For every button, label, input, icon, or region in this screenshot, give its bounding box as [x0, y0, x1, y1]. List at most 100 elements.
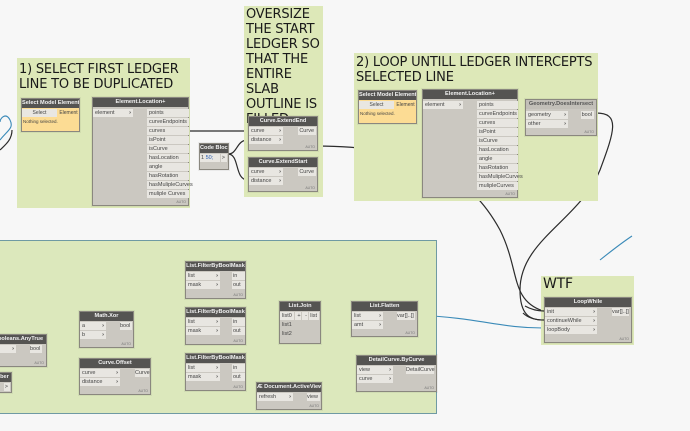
output-port-out[interactable]: out: [232, 327, 245, 335]
output-port-var[interactable]: var[]..[]: [397, 312, 415, 320]
output-port-out[interactable]: out: [232, 373, 245, 381]
output-port-in[interactable]: in: [232, 318, 245, 326]
node-list-filter-by-bool-mask[interactable]: List.FilterByBoolMask list› mask› in out…: [185, 307, 246, 345]
output-port[interactable]: isPoint: [147, 136, 189, 144]
node-loop-while[interactable]: LoopWhile init› continueWhile› loopBody›…: [544, 297, 632, 343]
node-curve-extend-start[interactable]: Curve.ExtendStart curve› distance› Curve…: [248, 157, 318, 192]
node-document-active-view[interactable]: Æ Document.ActiveView refresh› view AUTO: [256, 382, 322, 410]
output-port[interactable]: points: [147, 109, 189, 117]
output-port[interactable]: isPoint: [477, 128, 518, 136]
input-port-curve[interactable]: curve›: [357, 375, 393, 383]
output-port[interactable]: >: [4, 383, 10, 391]
lacing-label: AUTO: [233, 339, 243, 343]
output-port-bool[interactable]: bool: [30, 345, 42, 353]
input-port-continuewhile[interactable]: continueWhile›: [545, 317, 597, 325]
node-geometry-does-intersect[interactable]: Geometry.DoesIntersect geometry› other› …: [525, 99, 597, 136]
input-port-list[interactable]: list›: [186, 272, 220, 280]
output-port[interactable]: muliple Curves: [147, 190, 189, 198]
input-port-a[interactable]: a›: [80, 322, 106, 330]
input-port-list[interactable]: list›: [352, 312, 383, 320]
input-port-list[interactable]: list›: [186, 364, 220, 372]
output-port-curve[interactable]: Curve: [298, 127, 316, 135]
node-code-block[interactable]: Code Block 1 50; >: [199, 143, 229, 170]
output-port-curve[interactable]: Curve: [135, 369, 150, 377]
input-port-other[interactable]: other›: [526, 120, 568, 128]
output-port[interactable]: curveEndpoints: [147, 118, 189, 126]
input-port-list1[interactable]: list1: [280, 321, 294, 329]
node-element-location[interactable]: Element.Location+ element› points curveE…: [92, 97, 193, 206]
input-port-amt[interactable]: amt›: [352, 321, 383, 329]
input-port-list[interactable]: list›: [186, 318, 220, 326]
output-port[interactable]: hasMulipleCurves: [147, 181, 193, 189]
output-port-out[interactable]: out: [232, 281, 245, 289]
input-port-list2[interactable]: list2: [280, 330, 294, 338]
output-port[interactable]: curveEndpoints: [477, 110, 518, 118]
output-port[interactable]: isCurve: [477, 137, 518, 145]
input-port-geometry[interactable]: geometry›: [526, 111, 568, 119]
input-port-refresh[interactable]: refresh›: [257, 393, 293, 401]
output-port[interactable]: curves: [477, 119, 518, 127]
input-port-distance[interactable]: distance›: [249, 136, 283, 144]
input-port-view[interactable]: view›: [357, 366, 393, 374]
output-port[interactable]: isCurve: [147, 145, 189, 153]
output-port-element[interactable]: Element: [395, 101, 416, 109]
node-curve-offset[interactable]: Curve.Offset curve› distance› Curve AUTO: [79, 358, 151, 395]
output-port[interactable]: hasMulipleCurves: [477, 173, 523, 181]
output-port-bool[interactable]: bool: [581, 111, 594, 119]
output-port-var[interactable]: var[]..[]: [612, 308, 629, 316]
input-port-list0[interactable]: list0: [280, 312, 294, 320]
output-port[interactable]: angle: [147, 163, 189, 171]
node-all-booleans-any-true[interactable]: ooleans.AnyTrue › bool AUTO: [0, 334, 47, 367]
node-list-join[interactable]: List.Join list0 + - list list1 list2: [279, 301, 321, 344]
node-list-flatten[interactable]: List.Flatten list› amt› var[]..[] AUTO: [351, 301, 418, 337]
output-port[interactable]: angle: [477, 155, 518, 163]
input-port-element[interactable]: element›: [423, 101, 463, 109]
wire-intersect-to-loopwhile: [519, 112, 614, 321]
output-port[interactable]: hasLocation: [477, 146, 518, 154]
input-port-distance[interactable]: distance›: [249, 177, 283, 185]
output-port-in[interactable]: in: [232, 364, 245, 372]
node-number[interactable]: ber >: [0, 372, 12, 393]
remove-input-button[interactable]: -: [302, 312, 308, 320]
output-port[interactable]: hasRotation: [477, 164, 518, 172]
code-editor[interactable]: 1 50;: [200, 154, 220, 162]
output-port[interactable]: curves: [147, 127, 189, 135]
input-port-b[interactable]: b›: [80, 331, 106, 339]
input-port-mask[interactable]: mask›: [186, 281, 220, 289]
output-port[interactable]: mulipleCurves: [477, 182, 518, 190]
output-port-view[interactable]: view: [307, 393, 320, 401]
output-port-detailcurve[interactable]: DetailCurve: [406, 366, 435, 374]
input-port-init[interactable]: init›: [545, 308, 597, 316]
input-port-curve[interactable]: curve›: [249, 168, 283, 176]
select-button[interactable]: Select: [22, 109, 57, 117]
output-port-in[interactable]: in: [232, 272, 245, 280]
node-element-location-2[interactable]: Element.Location+ element› points curveE…: [422, 89, 523, 198]
node-curve-extend-end[interactable]: Curve.ExtendEnd curve› distance› Curve A…: [248, 116, 318, 151]
port-label: element: [95, 110, 115, 116]
output-port[interactable]: hasLocation: [147, 154, 189, 162]
node-select-model-element[interactable]: Select Model Element Select Element Noth…: [21, 98, 80, 132]
output-port[interactable]: >: [221, 154, 227, 162]
input-port-mask[interactable]: mask›: [186, 327, 220, 335]
select-button[interactable]: Select: [359, 101, 394, 109]
output-port-list[interactable]: list: [309, 312, 319, 320]
output-port[interactable]: points: [477, 101, 518, 109]
node-math-xor[interactable]: Math.Xor a› b› bool AUTO: [79, 311, 134, 348]
input-port-element[interactable]: element ›: [93, 109, 133, 117]
output-port-element[interactable]: Element: [58, 109, 79, 117]
node-list-filter-by-bool-mask[interactable]: List.FilterByBoolMask list› mask› in out…: [185, 261, 246, 299]
node-detail-curve-by-curve[interactable]: DetailCurve.ByCurve view› curve› DetailC…: [356, 355, 437, 392]
output-port[interactable]: hasRotation: [147, 172, 189, 180]
chevron-right-icon: ›: [129, 110, 131, 116]
node-list-filter-by-bool-mask[interactable]: List.FilterByBoolMask list› mask› in out…: [185, 353, 246, 391]
input-port-curve[interactable]: curve›: [249, 127, 283, 135]
input-port-curve[interactable]: curve›: [80, 369, 120, 377]
input-port-loopbody[interactable]: loopBody›: [545, 326, 597, 334]
output-port-curve[interactable]: Curve: [298, 168, 316, 176]
input-port-mask[interactable]: mask›: [186, 373, 220, 381]
node-select-model-element-2[interactable]: Select Model Element Select Element Noth…: [358, 90, 417, 124]
input-port-distance[interactable]: distance›: [80, 378, 120, 386]
add-input-button[interactable]: +: [295, 312, 301, 320]
output-port-bool[interactable]: bool: [120, 322, 132, 330]
input-port[interactable]: ›: [0, 345, 16, 353]
